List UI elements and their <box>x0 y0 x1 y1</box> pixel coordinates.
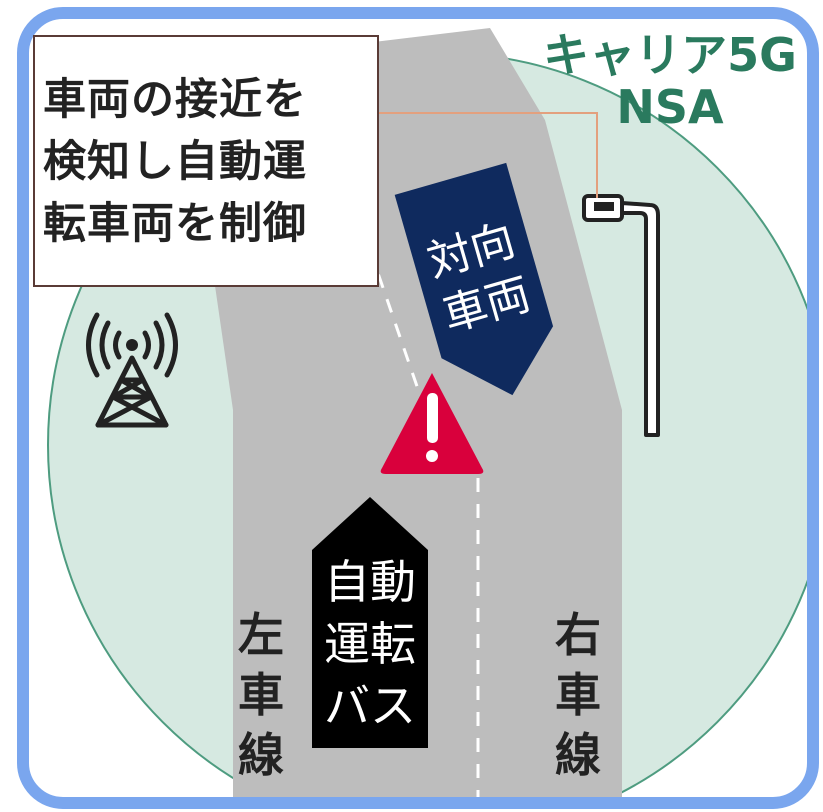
oncoming-vehicle: 対向 車両 <box>394 162 554 396</box>
cell-tower-icon <box>86 312 178 428</box>
left-lane-char-2: 車 <box>238 668 284 722</box>
right-lane-char-1: 右 <box>555 608 601 662</box>
carrier-label-line-1: キャリア5G <box>543 28 797 82</box>
callout-box: 車両の接近を 検知し自動運 転車両を制御 <box>33 35 379 287</box>
left-lane-char-3: 線 <box>238 728 284 782</box>
autonomous-bus: 自動 運転 バス <box>312 497 428 748</box>
bus-label-3: バス <box>324 679 416 733</box>
warning-icon <box>380 373 484 474</box>
right-lane-char-3: 線 <box>555 728 601 782</box>
callout-line-2: 検知し自動運 <box>43 137 307 187</box>
right-lane-char-2: 車 <box>555 668 601 722</box>
bus-label-1: 自動 <box>324 555 416 609</box>
carrier-label-line-2: NSA <box>616 80 724 134</box>
callout-connector-line <box>370 112 598 198</box>
bus-label-2: 運転 <box>324 617 416 671</box>
callout-line-3: 転車両を制御 <box>43 199 307 249</box>
left-lane-char-1: 左 <box>238 608 284 662</box>
outer-frame <box>17 7 819 809</box>
callout-line-1: 車両の接近を <box>43 75 307 125</box>
roadside-sensor-icon <box>582 194 660 437</box>
